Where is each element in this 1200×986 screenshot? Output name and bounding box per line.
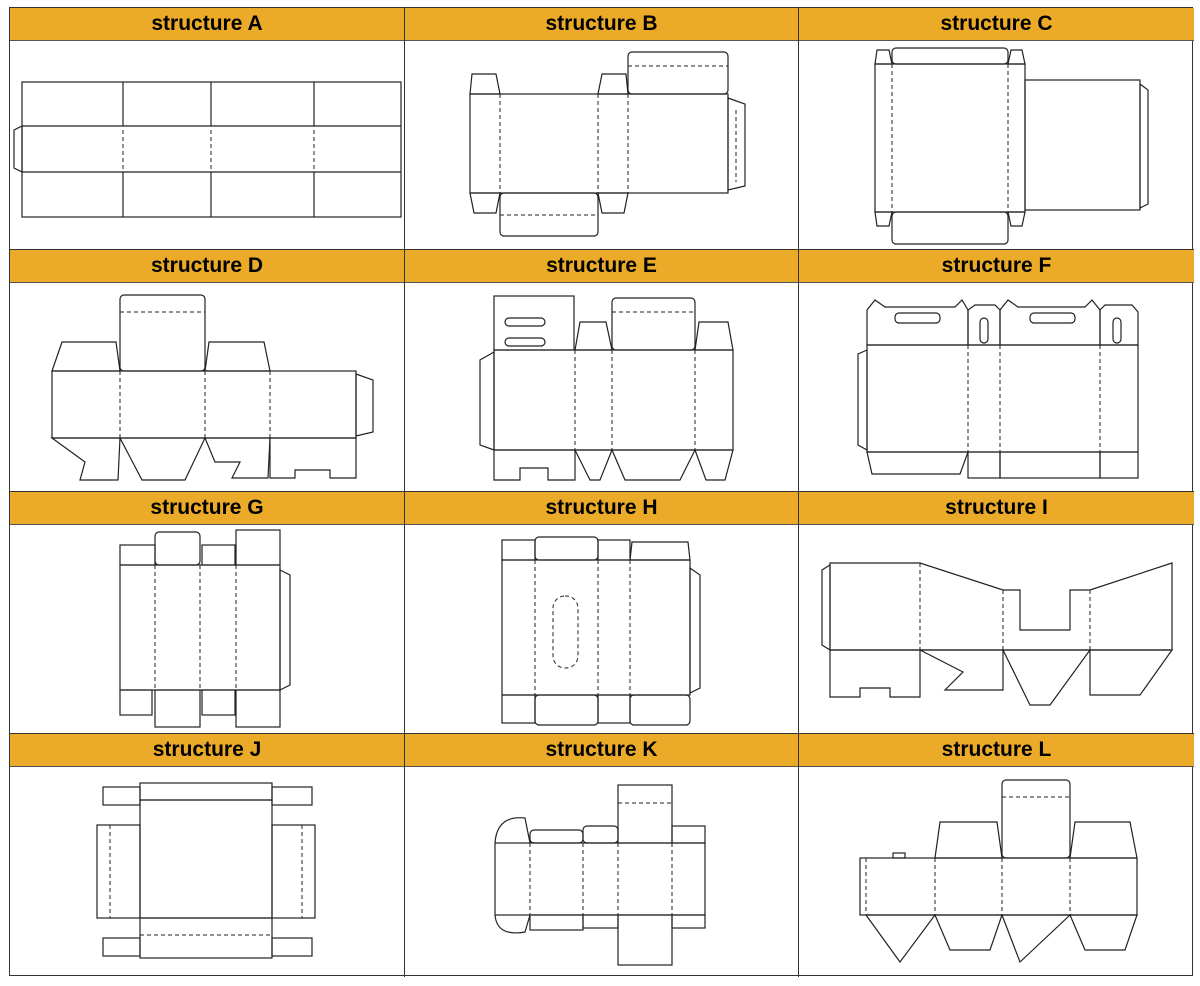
cell-structure-c: structure C: [799, 8, 1194, 250]
cell-structure-a: structure A: [10, 8, 405, 250]
cell-structure-i: structure I: [799, 492, 1194, 734]
structure-title: structure B: [405, 8, 798, 41]
cell-structure-e: structure E: [405, 250, 799, 492]
structure-title: structure J: [10, 734, 404, 767]
cell-structure-h: structure H: [405, 492, 799, 734]
structure-title: structure H: [405, 492, 798, 525]
cell-structure-j: structure J: [10, 734, 405, 977]
structure-title: structure L: [799, 734, 1194, 767]
cell-structure-b: structure B: [405, 8, 799, 250]
structure-title: structure D: [10, 250, 404, 283]
structure-title: structure E: [405, 250, 798, 283]
cell-structure-l: structure L: [799, 734, 1194, 977]
cell-structure-d: structure D: [10, 250, 405, 492]
structure-title: structure F: [799, 250, 1194, 283]
cell-structure-k: structure K: [405, 734, 799, 977]
structure-table: structure A structure B structure C stru…: [9, 7, 1194, 977]
structure-title: structure K: [405, 734, 798, 767]
cell-structure-f: structure F: [799, 250, 1194, 492]
structure-title: structure I: [799, 492, 1194, 525]
structure-title: structure C: [799, 8, 1194, 41]
cell-structure-g: structure G: [10, 492, 405, 734]
structure-title: structure G: [10, 492, 404, 525]
structure-title: structure A: [10, 8, 404, 41]
